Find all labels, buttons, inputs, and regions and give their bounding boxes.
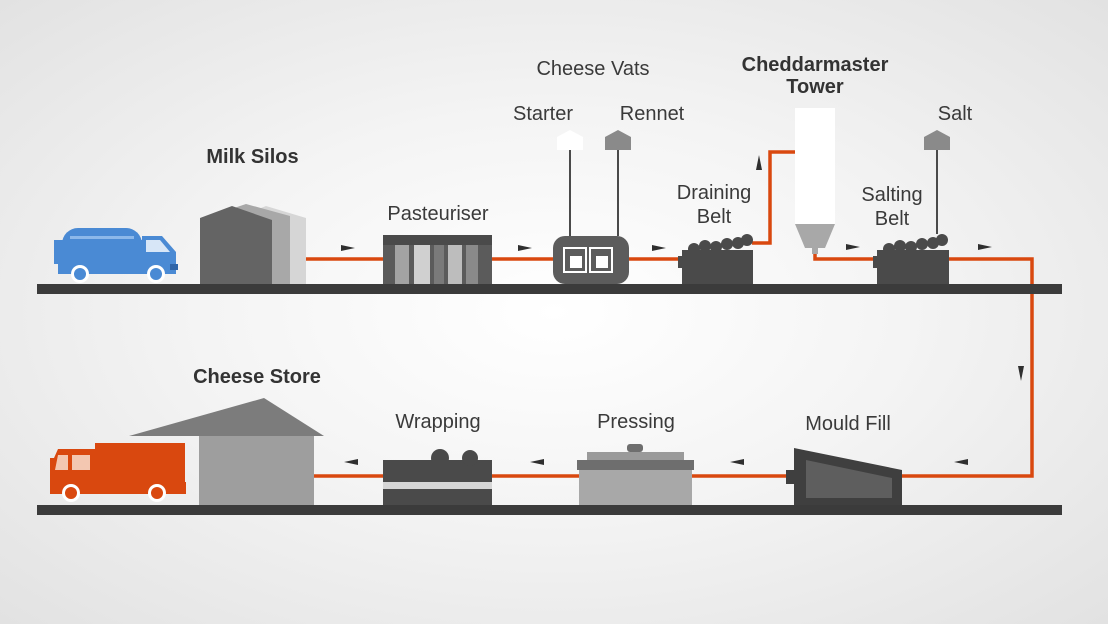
flow-arrow-icon — [344, 459, 358, 465]
rennet-dispenser-icon — [605, 130, 631, 236]
upper-floor — [37, 284, 1062, 294]
lower-floor — [37, 505, 1062, 515]
starter-label: Starter — [512, 103, 574, 125]
cheese-store-building-icon — [129, 398, 324, 505]
wrapping-machine-icon — [383, 449, 492, 505]
milk-silos-label: Milk Silos — [206, 146, 299, 168]
rennet-label: Rennet — [619, 103, 685, 125]
cheese-store-label: Cheese Store — [193, 366, 321, 388]
flow-arrow-icon — [756, 155, 762, 170]
salting-belt-label-line1: Salting — [861, 184, 923, 206]
flow-arrow-icon — [518, 245, 532, 251]
salt-dispenser-icon — [924, 130, 950, 234]
pressing-label: Pressing — [597, 411, 675, 433]
flow-arrow-icon — [341, 245, 355, 251]
press-icon — [577, 444, 694, 505]
flow-arrow-icon — [530, 459, 544, 465]
salting-belt-icon — [873, 234, 949, 284]
cheese-vats-label: Cheese Vats — [536, 58, 650, 80]
flow-arrow-icon — [1018, 366, 1024, 381]
process-pipes — [305, 150, 1034, 478]
flow-arrow-icon — [652, 245, 666, 251]
cheese-vats-icon — [553, 236, 629, 284]
mould-fill-icon — [786, 448, 902, 505]
flow-arrow-icon — [954, 459, 968, 465]
flow-arrows — [341, 155, 1024, 465]
starter-dispenser-icon — [557, 130, 583, 236]
flow-arrow-icon — [846, 244, 860, 250]
salt-label: Salt — [937, 103, 973, 125]
wrapping-label: Wrapping — [395, 411, 481, 433]
milk-silos-icon — [200, 204, 306, 284]
draining-belt-label-line1: Draining — [676, 182, 752, 204]
milk-tanker-truck-icon — [54, 228, 178, 283]
flow-arrow-icon — [978, 244, 992, 250]
salting-belt-label-line2: Belt — [874, 208, 910, 230]
return-pipe — [902, 257, 1034, 478]
mould-fill-label: Mould Fill — [805, 413, 891, 435]
flow-arrow-icon — [730, 459, 744, 465]
pasteuriser-label: Pasteuriser — [387, 203, 489, 225]
cheddarmaster-tower-label-line1: Cheddarmaster — [741, 54, 889, 76]
cheddarmaster-tower-label-line2: Tower — [786, 76, 844, 98]
draining-belt-label-line2: Belt — [696, 206, 732, 228]
cheddarmaster-tower-icon — [795, 108, 835, 254]
pasteuriser-icon — [383, 235, 492, 284]
delivery-truck-icon — [50, 443, 186, 502]
pipe-to-tower — [752, 150, 797, 245]
draining-belt-icon — [678, 234, 753, 284]
